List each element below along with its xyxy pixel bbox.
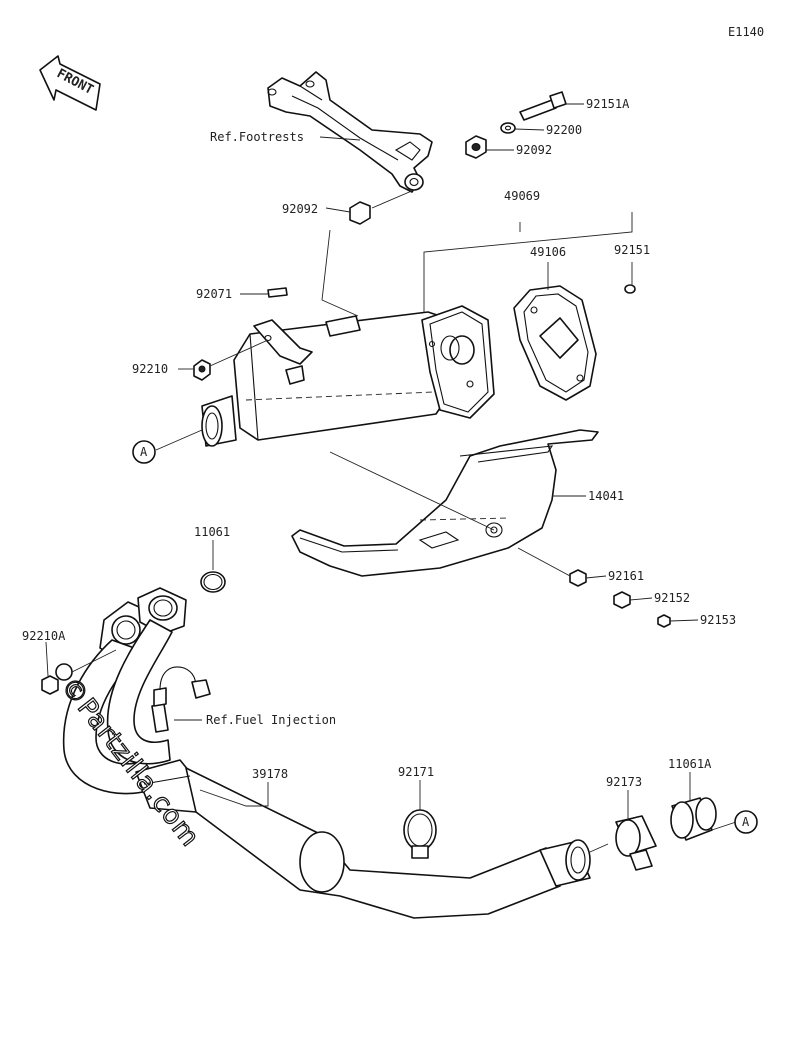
leader-lines	[45, 103, 737, 853]
connector-marker-a-lower: A	[734, 810, 758, 834]
nut-92210	[193, 359, 211, 381]
washer-92200	[500, 122, 516, 134]
nut-92153	[657, 614, 671, 628]
callout-11061: 11061	[194, 525, 230, 539]
callout-92092: 92092	[282, 202, 318, 216]
callout-92092: 92092	[516, 143, 552, 157]
marker-label: A	[140, 445, 148, 459]
callout-11061A: 11061A	[668, 757, 712, 771]
nut-92152	[613, 591, 631, 609]
callout-49069: 49069	[504, 189, 540, 203]
stud-92071	[267, 287, 288, 298]
o2-sensor	[151, 666, 211, 733]
gasket-11061A	[670, 797, 717, 841]
callout-92210: 92210	[132, 362, 168, 376]
callout-14041: 14041	[588, 489, 624, 503]
callout-92161: 92161	[608, 569, 644, 583]
callout-92173: 92173	[606, 775, 642, 789]
callout-92151A: 92151A	[586, 97, 630, 111]
callout-92152: 92152	[654, 591, 690, 605]
connector-marker-a-upper: A	[132, 440, 156, 464]
callout-92153: 92153	[700, 613, 736, 627]
callout-92210A: 92210A	[22, 629, 66, 643]
callout-92071: 92071	[196, 287, 232, 301]
nut-92210A	[41, 675, 59, 695]
callout-92151: 92151	[614, 243, 650, 257]
diagram-code: E1140	[728, 25, 764, 39]
footrest-bracket	[267, 71, 433, 193]
nut-92161	[569, 569, 587, 587]
screw-92151	[624, 284, 636, 294]
callout-92200: 92200	[546, 123, 582, 137]
callout-92171: 92171	[398, 765, 434, 779]
callout-49106: 49106	[530, 245, 566, 259]
bolt-92151A	[519, 91, 567, 121]
muffler-49069	[201, 305, 495, 447]
callout-39178: 39178	[252, 767, 288, 781]
heat-guard-14041	[291, 429, 599, 577]
cover-49106	[513, 285, 597, 401]
clamp-92173	[615, 815, 657, 871]
marker-label: A	[742, 815, 750, 829]
gasket-11061	[200, 571, 226, 593]
exhaust-pipe-39178	[62, 587, 591, 919]
nut-92092-lower	[349, 201, 371, 225]
nut-92092-top	[465, 135, 487, 159]
ref-footrests: Ref.Footrests	[210, 130, 304, 144]
clamp-92171	[403, 809, 437, 859]
ref-fuel-injection: Ref.Fuel Injection	[206, 713, 336, 727]
front-arrow-icon: FRONT	[39, 55, 101, 111]
